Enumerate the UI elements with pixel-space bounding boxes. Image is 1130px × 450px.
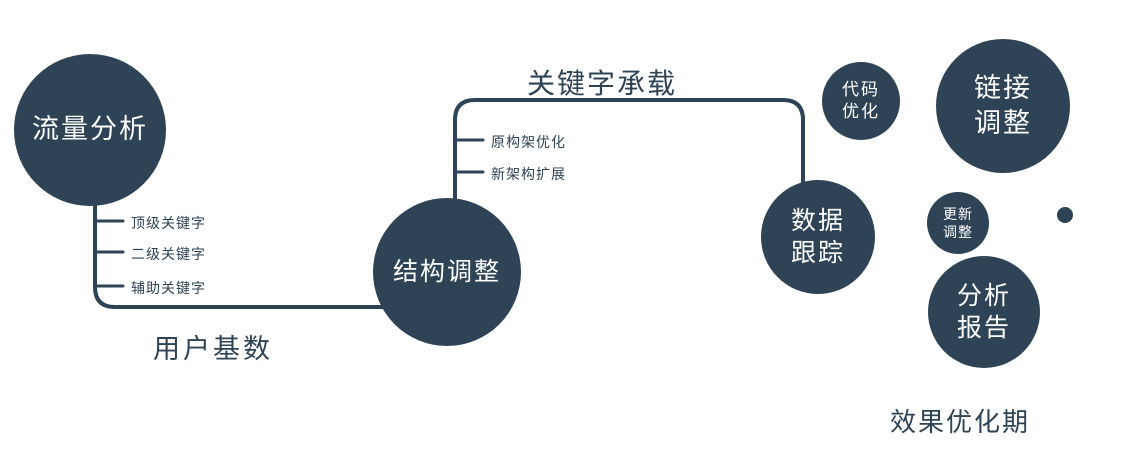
edge-label-keyword-carry: 关键字承载: [527, 68, 678, 99]
branch-label-auxiliary-keywords: 辅助关键字: [131, 280, 206, 296]
node-traffic-analysis: 流量分析: [14, 54, 166, 206]
dot-marker: [1057, 207, 1073, 223]
node-analysis-report: 分析 报告: [928, 256, 1040, 368]
edge-label-user-base: 用户基数: [153, 334, 273, 364]
branch-label-original-architecture: 原构架优化: [491, 134, 566, 150]
node-data-tracking: 数据 跟踪: [761, 180, 875, 294]
caption-effect-optimization-period: 效果优化期: [890, 407, 1031, 437]
branch-label-second-keywords: 二级关键字: [131, 246, 206, 262]
branch-label-top-keywords: 顶级关键字: [131, 215, 206, 231]
node-update-adjustment: 更新 调整: [927, 192, 989, 254]
connector-structure-to-tracking: [453, 98, 805, 206]
node-link-adjustment: 链接 调整: [936, 39, 1070, 173]
branch-label-new-architecture: 新架构扩展: [491, 166, 566, 182]
node-code-optimization: 代码 优化: [822, 62, 900, 140]
node-structure-adjustment: 结构调整: [373, 198, 521, 346]
